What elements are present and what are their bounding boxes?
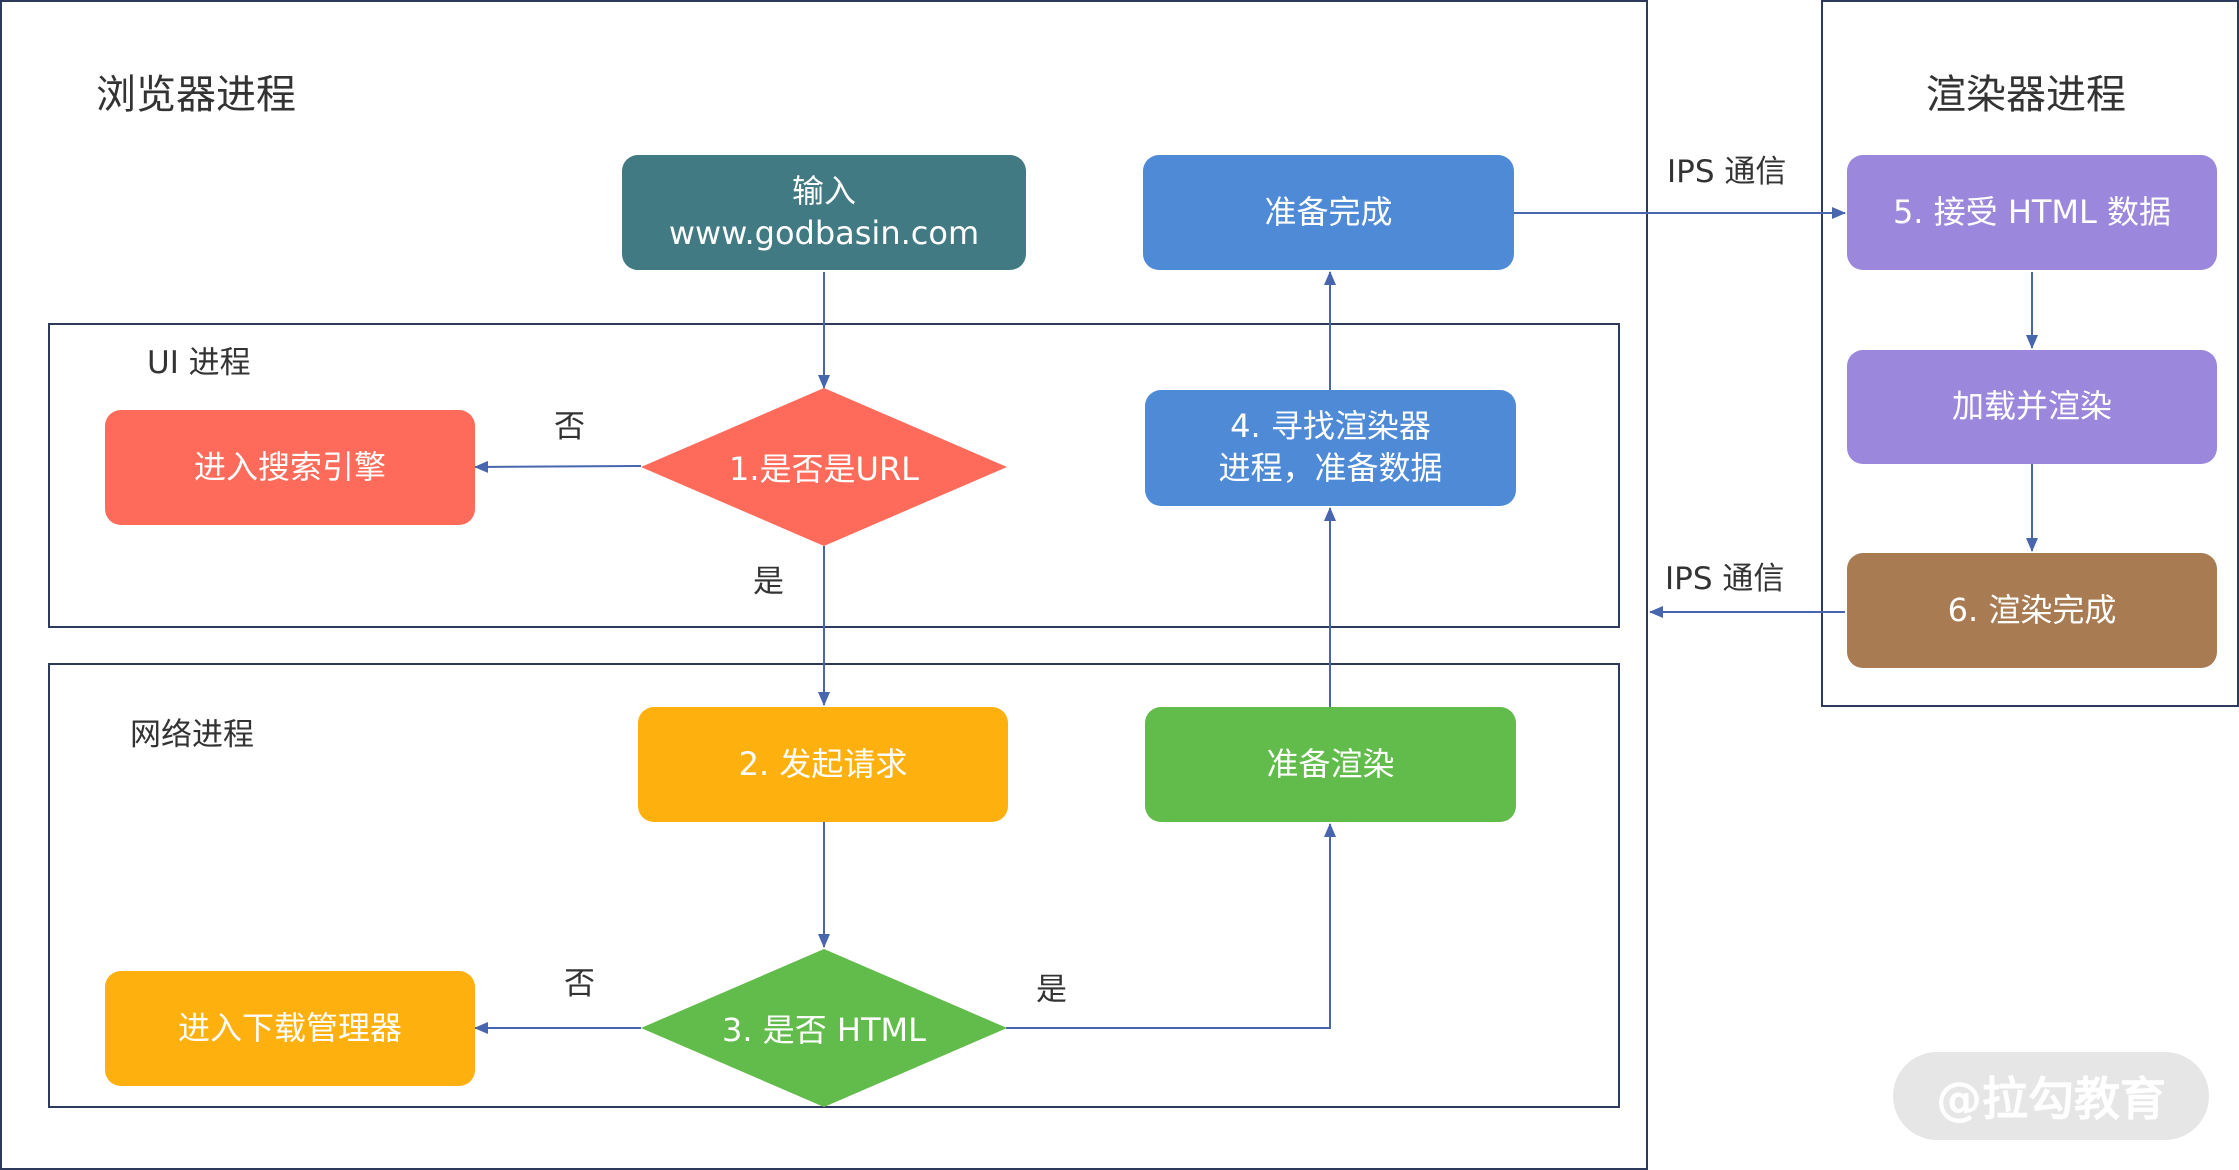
input-url-node-line2: www.godbasin.com: [668, 213, 980, 252]
is-html-decision: 3. 是否 HTML: [641, 949, 1007, 1107]
arrow-html-yes-to-prepare-render: [1006, 823, 1336, 1029]
lagou-watermark: @拉勾教育: [1893, 1052, 2209, 1140]
ui-process-title: UI 进程: [147, 345, 251, 381]
download-manager-node: 进入下载管理器: [105, 971, 475, 1086]
render-done-node: 6. 渲染完成: [1847, 553, 2217, 668]
find-renderer-node-line1: 4. 寻找渲染器: [1230, 407, 1431, 446]
is-url-decision-shape: [641, 388, 1007, 546]
search-engine-node: 进入搜索引擎: [105, 410, 475, 525]
browser-process-title: 浏览器进程: [96, 72, 296, 118]
arrow-url-no-to-search: [474, 460, 642, 473]
is-html-decision-shape: [641, 949, 1007, 1107]
find-renderer-node-line2: 进程，准备数据: [1218, 449, 1443, 487]
is-url-decision-label: 1.是否是URL: [728, 450, 920, 488]
is-url-decision: 1.是否是URL: [641, 388, 1007, 546]
receive-html-node: 5. 接受 HTML 数据: [1847, 155, 2217, 270]
prepare-render-node: 准备渲染: [1145, 707, 1516, 822]
renderer-process-frame: [1821, 0, 2239, 707]
html-no-label: 否: [564, 966, 595, 1002]
ipc-to-browser-label: IPS 通信: [1665, 561, 1785, 597]
request-node: 2. 发起请求: [638, 707, 1008, 822]
load-render-node: 加载并渲染: [1847, 350, 2217, 464]
input-url-node: 输入 www.godbasin.com: [622, 155, 1026, 270]
html-yes-label: 是: [1036, 972, 1067, 1008]
ready-done-node: 准备完成: [1143, 155, 1514, 270]
renderer-process-title: 渲染器进程: [1926, 72, 2126, 118]
browser-process-frame: [0, 0, 1648, 1170]
network-process-title: 网络进程: [130, 717, 254, 753]
ui-process-frame: [48, 323, 1620, 628]
network-process-frame: [48, 663, 1620, 1108]
url-yes-label: 是: [753, 564, 784, 600]
input-url-node-line1: 输入: [791, 171, 856, 210]
ipc-to-renderer-label: IPS 通信: [1667, 154, 1787, 190]
url-no-label: 否: [554, 409, 585, 445]
find-renderer-node: 4. 寻找渲染器 进程，准备数据: [1145, 390, 1516, 506]
is-html-decision-label: 3. 是否 HTML: [722, 1011, 926, 1049]
